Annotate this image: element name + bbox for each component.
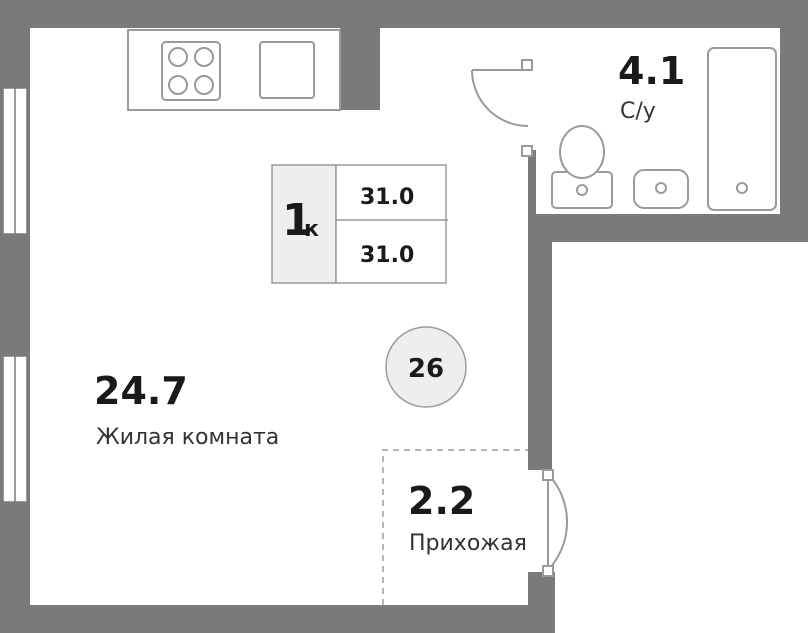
badge-living-total: 31.0 (360, 243, 414, 268)
apartment-number-badge: 26 (385, 326, 467, 408)
kitchen-sink-icon (259, 41, 315, 99)
windows (2, 87, 28, 503)
badge-values-cell (335, 164, 447, 284)
hallway-area: 2.2 (408, 479, 475, 523)
wall-kitchen-pillar (340, 28, 380, 110)
living-name: Жилая комната (96, 425, 279, 450)
area-badge: 1 к 31.0 31.0 (271, 164, 448, 284)
bathroom-name: С/у (620, 99, 656, 124)
entrance-door (542, 469, 569, 577)
hallway-name: Прихожая (409, 531, 527, 556)
wall-bottom-left (0, 605, 555, 633)
apartment-number-circle (385, 326, 467, 408)
toilet-icon (551, 125, 613, 209)
bathroom-door (471, 59, 533, 157)
bathroom-fixtures (551, 47, 777, 211)
bathtub-icon (707, 47, 777, 211)
wall-bathroom-bottom (528, 214, 808, 242)
wall-bath-left-lower (528, 150, 536, 220)
badge-rooms-suffix: к (304, 217, 319, 242)
badge-total-area: 31.0 (360, 185, 414, 210)
hallway-boundary (382, 449, 528, 605)
badge-rooms-cell (271, 164, 337, 284)
wall-mid-vertical (528, 214, 552, 470)
wall-right-bathroom (780, 0, 808, 242)
kitchen-counter (127, 29, 341, 111)
wall-bottom-right-stub (528, 572, 555, 633)
apartment-number: 26 (408, 354, 444, 384)
wall-top (0, 0, 808, 28)
living-area: 24.7 (94, 369, 188, 413)
room-labels: 24.7 Жилая комната 4.1 С/у 2.2 Прихожая (94, 49, 685, 556)
washbasin-icon (633, 169, 689, 209)
badge-rooms-count: 1 (282, 195, 313, 246)
bathroom-area: 4.1 (618, 49, 685, 93)
stove-icon (161, 41, 221, 101)
